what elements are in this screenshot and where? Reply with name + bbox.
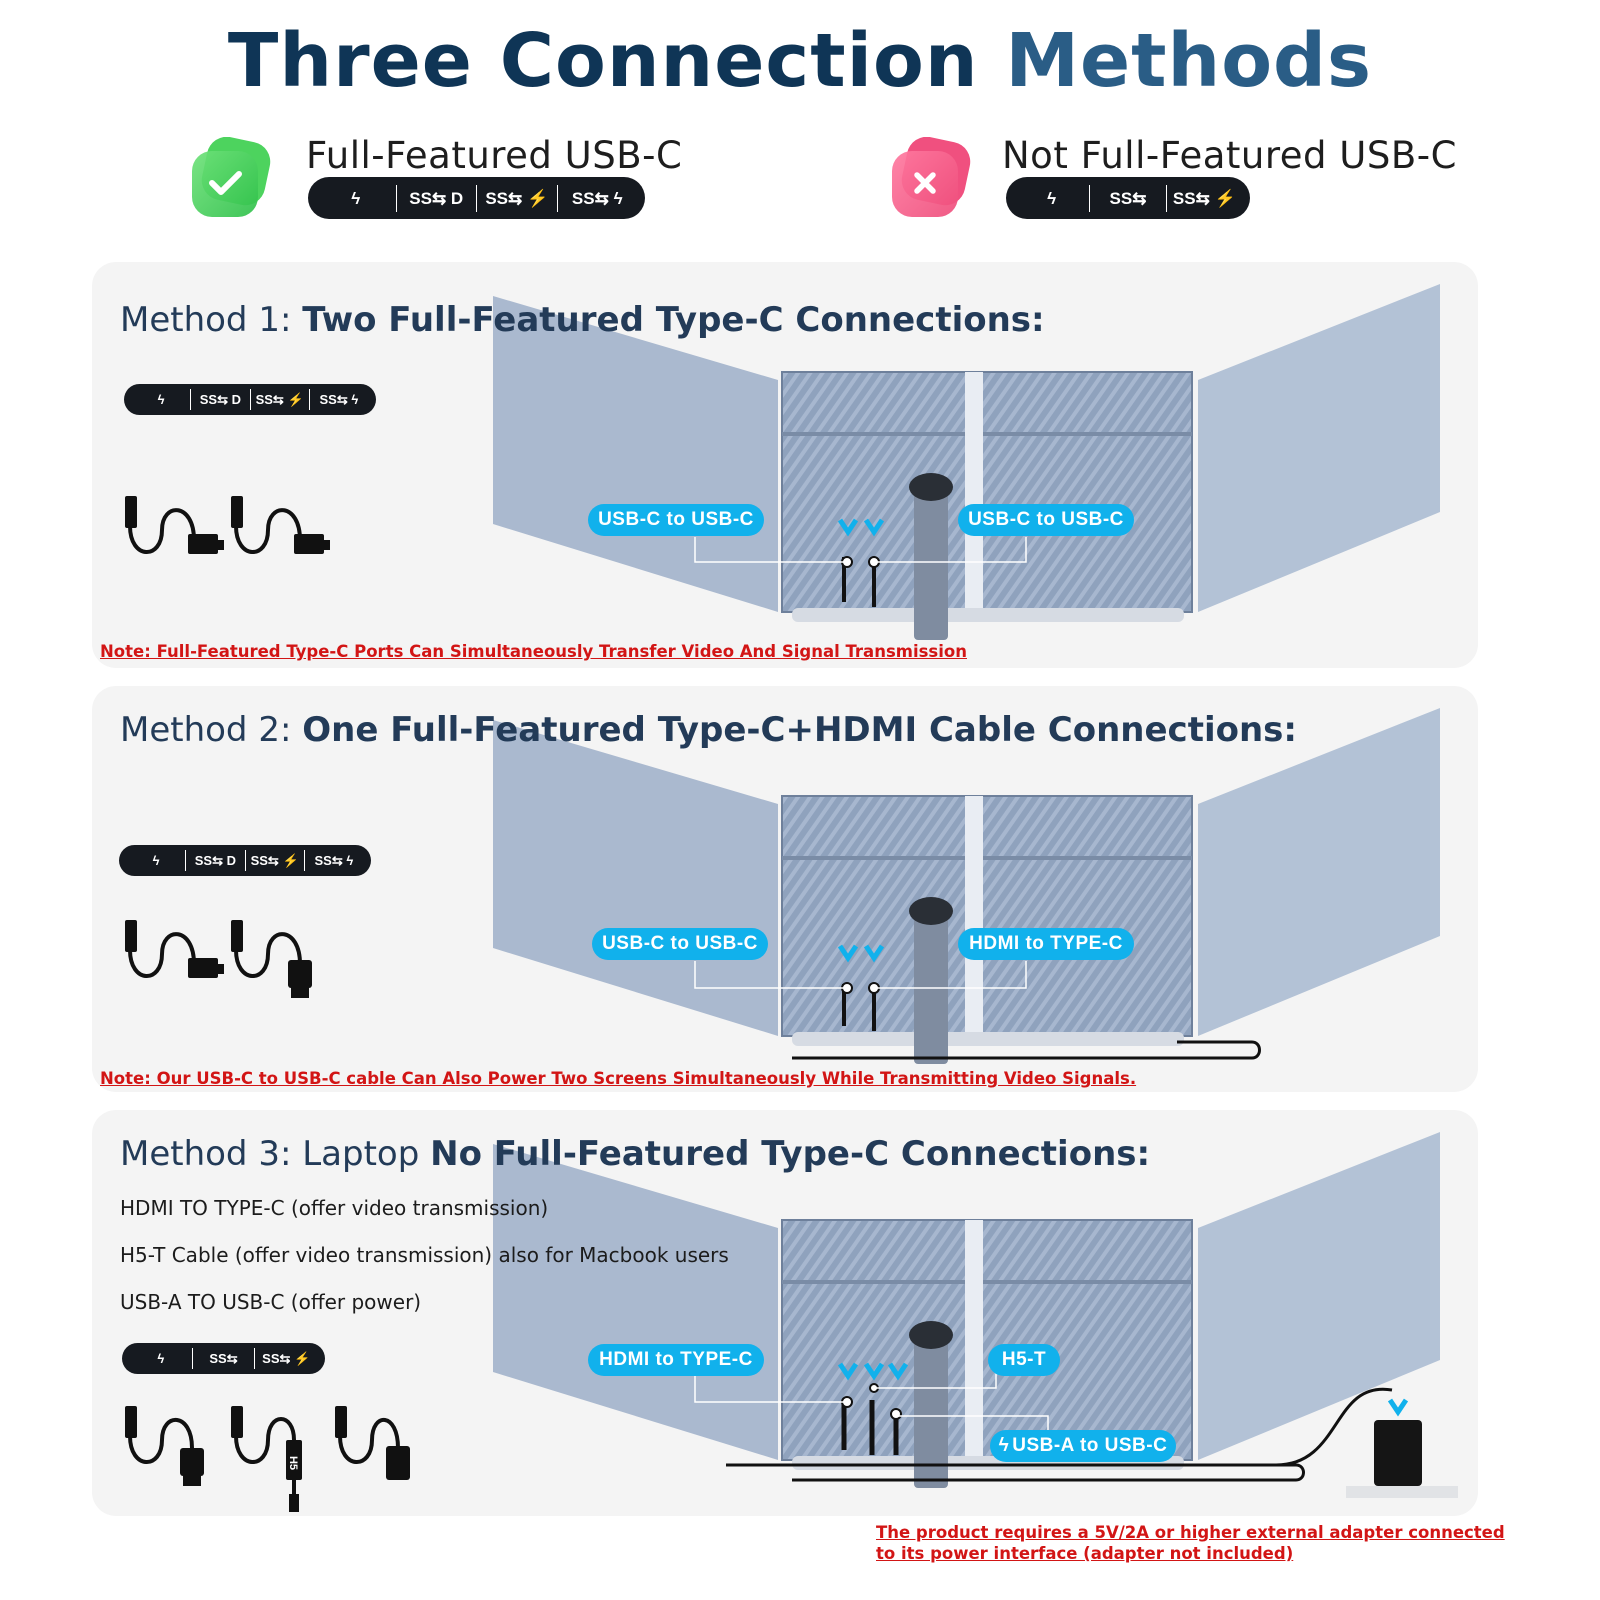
- method-2-label: Method 2:: [120, 710, 292, 750]
- power-bolt-icon: ϟ: [998, 1435, 1010, 1456]
- method-1-heading: Two Full-Featured Type-C Connections:: [302, 300, 1045, 340]
- method-2-title: Method 2: One Full-Featured Type-C+HDMI …: [120, 710, 1297, 750]
- title-part-2: Methods: [1005, 18, 1373, 104]
- method-2-heading: One Full-Featured Type-C+HDMI Cable Conn…: [302, 710, 1297, 750]
- method-1-label: Method 1:: [120, 300, 292, 340]
- dual-monitor-device: [493, 1132, 1458, 1498]
- power-icon: ϟ: [1047, 188, 1057, 208]
- method-2-panel: Method 2: One Full-Featured Type-C+HDMI …: [92, 686, 1478, 1092]
- displayport-icon: SS⇆ D: [395, 184, 477, 212]
- charging-icon: SS⇆ ϟ: [556, 184, 638, 212]
- displayport-icon: SS⇆ D: [185, 850, 244, 871]
- power-icon: ϟ: [157, 1351, 165, 1366]
- method-1-note: Note: Full-Featured Type-C Ports Can Sim…: [100, 642, 967, 661]
- not-full-featured-label: Not Full-Featured USB-C: [1002, 134, 1457, 177]
- usb-data-icon: SS⇆: [191, 1348, 255, 1369]
- power-icon: ϟ: [157, 392, 165, 407]
- method-1-title: Method 1: Two Full-Featured Type-C Conne…: [120, 300, 1045, 340]
- cable-label-1: USB-C to USB-C: [588, 504, 764, 536]
- method-2-port-bar: ϟ SS⇆ D SS⇆ ⚡ SS⇆ ϟ: [119, 845, 371, 876]
- h5-cable-tag: H5: [287, 1455, 300, 1471]
- method-3-panel: Method 3: Laptop No Full-Featured Type-C…: [92, 1110, 1478, 1516]
- cable-label-1: HDMI to TYPE-C: [588, 1344, 764, 1376]
- usb-c-cable-icon: [125, 496, 330, 554]
- data-icon: SS⇆ ⚡: [476, 184, 557, 212]
- displayport-icon: SS⇆ D: [190, 389, 249, 410]
- method-1-panel: Method 1: Two Full-Featured Type-C Conne…: [92, 262, 1478, 668]
- usb-data-icon: SS⇆: [1089, 184, 1165, 212]
- charging-icon: SS⇆ ϟ: [303, 850, 363, 871]
- method-3-heading: No Full-Featured Type-C Connections:: [430, 1134, 1151, 1174]
- check-icon: [192, 137, 271, 217]
- method-3-note: The product requires a 5V/2A or higher e…: [876, 1522, 1505, 1564]
- method-3-heading-plain: Laptop: [302, 1134, 420, 1174]
- method-3-line-3: USB-A TO USB-C (offer power): [120, 1290, 422, 1314]
- method-3-line-2: H5-T Cable (offer video transmission) al…: [120, 1243, 729, 1267]
- cable-label-2: H5-T: [988, 1344, 1060, 1376]
- full-featured-port-bar: ϟ SS⇆ D SS⇆ ⚡ SS⇆ ϟ: [308, 177, 645, 219]
- cable-label-2: HDMI to TYPE-C: [958, 928, 1134, 960]
- method-3-label: Method 3:: [120, 1134, 292, 1174]
- method-3-line-1: HDMI TO TYPE-C (offer video transmission…: [120, 1196, 549, 1220]
- method-1-port-bar: ϟ SS⇆ D SS⇆ ⚡ SS⇆ ϟ: [124, 384, 376, 415]
- page-title: Three Connection Methods: [0, 18, 1600, 104]
- three-cable-icon: [125, 1406, 410, 1512]
- data-icon: SS⇆ ⚡: [249, 389, 309, 410]
- power-icon: ϟ: [152, 853, 160, 868]
- data-icon: SS⇆ ⚡: [1165, 184, 1242, 212]
- data-icon: SS⇆ ⚡: [244, 850, 304, 871]
- title-part-1: Three Connection: [227, 18, 979, 104]
- method-3-port-bar: ϟ SS⇆ SS⇆ ⚡: [122, 1343, 325, 1374]
- method-3-note-line-1: The product requires a 5V/2A or higher e…: [876, 1523, 1505, 1542]
- cable-label-3: ϟ USB-A to USB-C: [990, 1430, 1176, 1462]
- charging-icon: SS⇆ ϟ: [308, 389, 368, 410]
- cross-icon: [892, 137, 971, 217]
- not-full-featured-port-bar: ϟ SS⇆ SS⇆ ⚡: [1006, 177, 1250, 219]
- usb-c-and-hdmi-cable-icon: [125, 920, 312, 998]
- full-featured-label: Full-Featured USB-C: [306, 134, 683, 177]
- method-2-note: Note: Our USB-C to USB-C cable Can Also …: [100, 1069, 1137, 1088]
- dual-monitor-device: [493, 284, 1440, 640]
- data-icon: SS⇆ ⚡: [254, 1348, 317, 1369]
- cable-label-1: USB-C to USB-C: [592, 928, 768, 960]
- method-3-note-line-2: to its power interface (adapter not incl…: [876, 1544, 1294, 1563]
- cable-label-2: USB-C to USB-C: [958, 504, 1134, 536]
- power-icon: ϟ: [351, 188, 361, 208]
- cable-label-3-text: USB-A to USB-C: [1012, 1435, 1168, 1456]
- method-3-title: Method 3: Laptop No Full-Featured Type-C…: [120, 1134, 1150, 1174]
